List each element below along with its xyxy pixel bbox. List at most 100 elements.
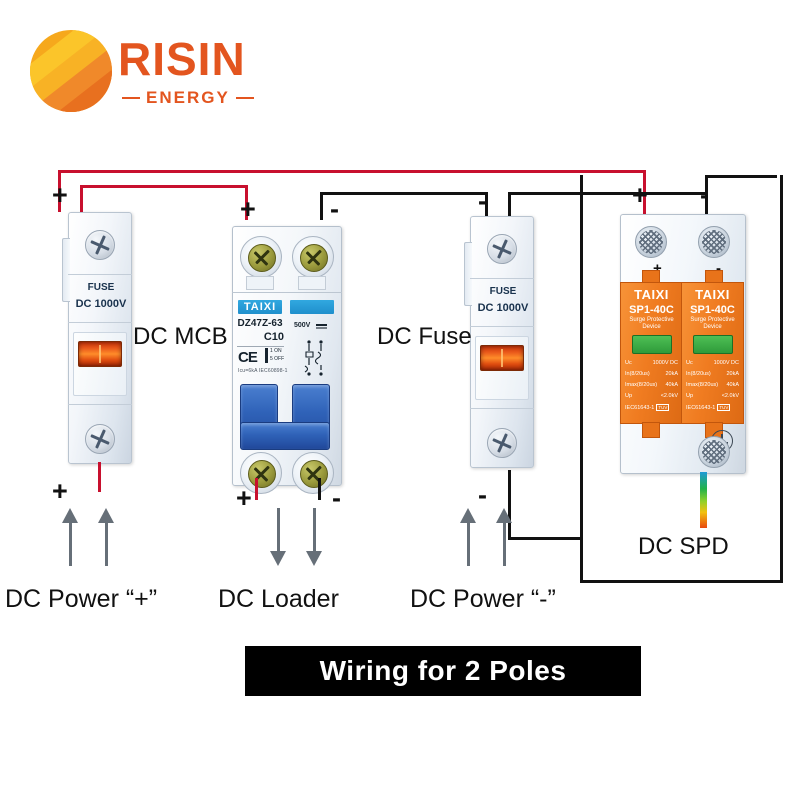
fuse-right-bottom-polarity: - <box>478 480 487 510</box>
spd-module-1[interactable]: TAIXI SP1-40C Surge Protective Device Uc… <box>620 282 683 424</box>
spd-module-2-spec-2-label: Imax(8/20us) <box>686 382 719 388</box>
mcb-divider <box>237 346 284 347</box>
mcb-terminal-top-right[interactable] <box>292 236 334 278</box>
fuse-right-top-screw[interactable] <box>487 234 517 264</box>
callout-mcb: DC MCB <box>133 323 228 350</box>
wire-black-fuse-right-drop <box>485 192 488 217</box>
fuse-right-body: FUSE DC 1000V <box>464 216 534 468</box>
mcb-rating: C10 <box>263 331 284 343</box>
mcb-brand-bar-left: TAIXI <box>238 300 282 314</box>
title-banner: Wiring for 2 Poles <box>245 646 641 696</box>
spd-module-2-standard-mark: TUV <box>717 404 731 411</box>
mcb-bottom-polarity-right: - <box>332 483 341 513</box>
fuse-left-indicator-window <box>78 341 122 367</box>
device-spd[interactable]: + - TAIXI SP1-40C Surge Protective Devic… <box>620 214 746 474</box>
spd-module-1-spec-2-label: Imax(8/20us) <box>625 382 658 388</box>
spd-module-2-spec-1: In(8/20us) 20kA <box>682 370 743 378</box>
fuse-right-bottom-screw[interactable] <box>487 428 517 458</box>
callout-fuse: DC Fuse <box>377 323 472 350</box>
arrow-power-plus-b <box>98 508 114 566</box>
mcb-terminal-bottom-left[interactable] <box>240 452 282 494</box>
spd-module-2-spec-2-value: 40kA <box>726 382 739 388</box>
spd-vent-right <box>698 226 730 258</box>
tagline-rule-right <box>235 97 254 99</box>
wire-black-spd-minus-vert <box>705 175 708 195</box>
mcb-voltage: 500V <box>294 322 311 329</box>
spd-enclosure-frame <box>580 175 783 583</box>
wire-red-mcb-drop <box>245 185 248 220</box>
spd-module-1-spec-3-label: Up <box>625 393 633 399</box>
fuse-right-top-polarity: - <box>478 186 487 216</box>
spd-terminal-polarity-right: - <box>716 260 721 277</box>
mcb-terminal-bottom-right[interactable] <box>292 452 334 494</box>
device-mcb[interactable]: TAIXI DZ47Z-63 C10 CE 1 ON 5 OFF Icu=6kA… <box>232 226 342 494</box>
spd-module-1-desc-line2: Device <box>642 324 661 330</box>
label-dc-loader: DC Loader <box>218 585 339 613</box>
spd-module-2-desc-line2: Device <box>703 324 722 330</box>
wire-red-mcb-bottom <box>255 478 258 500</box>
fuse-left-top-screw[interactable] <box>85 230 115 260</box>
spd-module-1-spec-0-value: 1000V DC <box>652 360 678 366</box>
fuse-right-label-line1: FUSE <box>489 286 517 297</box>
arrow-power-minus-b <box>496 508 512 566</box>
arrow-loader-b <box>306 508 322 566</box>
spd-ground-wire <box>700 472 707 528</box>
wire-red-top-long <box>58 170 646 173</box>
spd-module-1-spec-0-label: Uc <box>625 360 632 366</box>
spd-module-1-spec-1-label: In(8/20us) <box>625 371 650 377</box>
mcb-seam-top <box>232 292 342 293</box>
fuse-left-body: FUSE DC 1000V <box>62 212 132 464</box>
spd-module-1-standard-mark: TUV <box>656 404 670 411</box>
fuse-left-label-line1: FUSE <box>87 282 115 293</box>
fuse-left-top-polarity: + <box>52 180 68 210</box>
fuse-left-label-line2: DC 1000V <box>75 298 127 310</box>
spd-module-2[interactable]: TAIXI SP1-40C Surge Protective Device Uc… <box>681 282 744 424</box>
spd-module-2-spec-1-value: 20kA <box>726 371 739 377</box>
mcb-terminal-top-left[interactable] <box>240 236 282 278</box>
wire-black-fuse-right-up <box>508 192 511 217</box>
mcb-ce-mark: CE <box>238 349 258 366</box>
device-fuse-left[interactable]: FUSE DC 1000V <box>62 212 132 464</box>
spd-module-2-status-window <box>693 335 733 354</box>
spd-module-2-standard-row: IEC61643-1 TUV <box>682 404 743 411</box>
spd-module-2-desc-line1: Surge Protective <box>690 317 735 323</box>
spd-module-2-model: SP1-40C <box>690 304 735 316</box>
mcb-lever-bar[interactable] <box>240 422 330 450</box>
arrow-power-plus-a <box>62 508 78 566</box>
spd-top-polarity-right: - <box>700 180 709 210</box>
wire-black-top-to-spd <box>508 192 708 195</box>
spd-module-2-spec-2: Imax(8/20us) 40kA <box>682 381 743 389</box>
brand-tagline: ENERGY <box>146 88 230 107</box>
spd-module-2-spec-3-label: Up <box>686 393 694 399</box>
spd-module-2-spec-1-label: In(8/20us) <box>686 371 711 377</box>
mcb-dc-symbol-line2 <box>316 327 327 329</box>
fuse-right-notch <box>464 242 472 306</box>
mcb-switch-bar <box>265 348 268 363</box>
callout-spd: DC SPD <box>638 533 729 560</box>
spd-ground-terminal[interactable] <box>698 436 730 468</box>
mcb-shutter-left <box>246 276 274 290</box>
spd-module-2-spec-3: Up <2.0kV <box>682 392 743 400</box>
device-fuse-right[interactable]: FUSE DC 1000V <box>464 216 534 468</box>
wire-black-bottom-to-frame <box>508 537 583 540</box>
wire-black-fuse-right-bottom <box>508 470 511 540</box>
wire-red-fuse-left-bottom <box>98 462 101 492</box>
mcb-switch-on-label: 1 ON <box>270 348 282 354</box>
mcb-top-polarity-right: - <box>330 194 339 224</box>
banner-title: Wiring for 2 Poles <box>319 655 567 686</box>
mcb-shutter-right <box>298 276 326 290</box>
spd-top-polarity-left: + <box>632 180 648 210</box>
wire-black-mcb-to-fuse <box>320 192 488 195</box>
fuse-left-bottom-screw[interactable] <box>85 424 115 454</box>
wire-red-fuse-left-vert <box>80 185 83 217</box>
fuse-left-bottom-polarity: + <box>52 476 68 506</box>
fuse-right-seam-mid <box>470 326 534 327</box>
spd-tab-bottom-left <box>642 422 660 438</box>
tagline-rule-left <box>122 97 140 99</box>
spd-module-1-spec-1-value: 20kA <box>665 371 678 377</box>
spd-vent-left <box>635 226 667 258</box>
brand-tagline-row: ENERGY <box>122 88 282 108</box>
mcb-model: DZ47Z-63 <box>237 318 283 329</box>
mcb-brand-name: TAIXI <box>243 301 277 313</box>
mcb-schematic-icon <box>304 340 323 376</box>
